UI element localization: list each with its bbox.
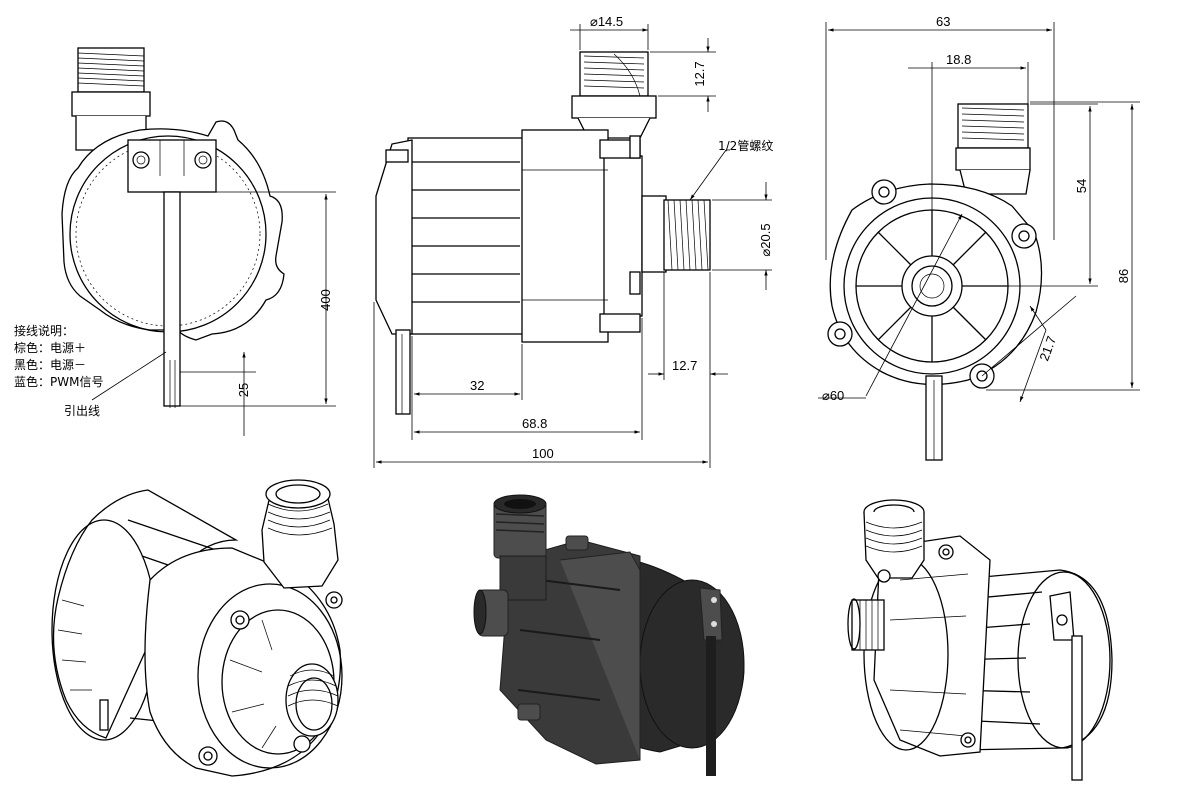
back-view: 400 25 bbox=[61, 47, 336, 436]
dim-d60-label: ⌀60 bbox=[822, 388, 844, 403]
dim-400-label: 400 bbox=[318, 289, 333, 311]
dim-400 bbox=[180, 191, 336, 407]
dim-12-7-side-label: 12.7 bbox=[672, 358, 697, 373]
side-view: ⌀14.5 12.7 1/2管螺纹 ⌀20.5 12.7 32 68.8 bbox=[373, 14, 773, 468]
dim-68-8-label: 68.8 bbox=[522, 416, 547, 431]
pump-housing bbox=[521, 129, 609, 343]
dim-32-label: 32 bbox=[470, 378, 484, 393]
dim-86-label: 86 bbox=[1116, 269, 1131, 283]
rendered-pump-photo bbox=[473, 494, 745, 776]
dim-54-label: 54 bbox=[1074, 179, 1089, 193]
lead-cable bbox=[163, 191, 181, 407]
lead-leader bbox=[91, 351, 167, 401]
wiring-brown: 棕色：电源＋ bbox=[14, 340, 86, 355]
dim-d20-5-label: ⌀20.5 bbox=[758, 223, 773, 256]
thread-note: 1/2管螺纹 bbox=[718, 138, 773, 153]
dim-25-label: 25 bbox=[236, 383, 251, 397]
rendered-cable bbox=[706, 636, 716, 776]
front-view: 63 18.8 54 86 21.7 ⌀60 bbox=[818, 14, 1140, 461]
motor-can bbox=[407, 137, 525, 335]
isometric-right-view bbox=[847, 499, 1113, 781]
dim-21-7-label: 21.7 bbox=[1036, 334, 1059, 363]
cable-clamp bbox=[127, 139, 217, 193]
dim-25 bbox=[180, 352, 256, 436]
end-cap bbox=[375, 139, 413, 335]
wiring-blue: 蓝色：PWM信号 bbox=[14, 375, 103, 389]
side-cable bbox=[395, 329, 411, 415]
wiring-title: 接线说明： bbox=[14, 323, 74, 338]
back-view-outlet-fitting bbox=[71, 47, 151, 151]
isometric-line-view bbox=[51, 479, 343, 777]
lead-wire-label: 引出线 bbox=[64, 404, 100, 418]
dim-12-7-top-label: 12.7 bbox=[692, 61, 707, 86]
bolt-bosses bbox=[827, 179, 1037, 389]
dim-63-label: 63 bbox=[936, 14, 950, 29]
dim-18-8-label: 18.8 bbox=[946, 52, 971, 67]
wiring-black: 黑色：电源－ bbox=[14, 358, 86, 372]
dim-100-label: 100 bbox=[532, 446, 554, 461]
right-cable bbox=[1071, 635, 1083, 781]
side-inlet-thread bbox=[663, 199, 711, 271]
front-housing bbox=[829, 183, 1043, 386]
dim-d14-5-label: ⌀14.5 bbox=[590, 14, 623, 29]
